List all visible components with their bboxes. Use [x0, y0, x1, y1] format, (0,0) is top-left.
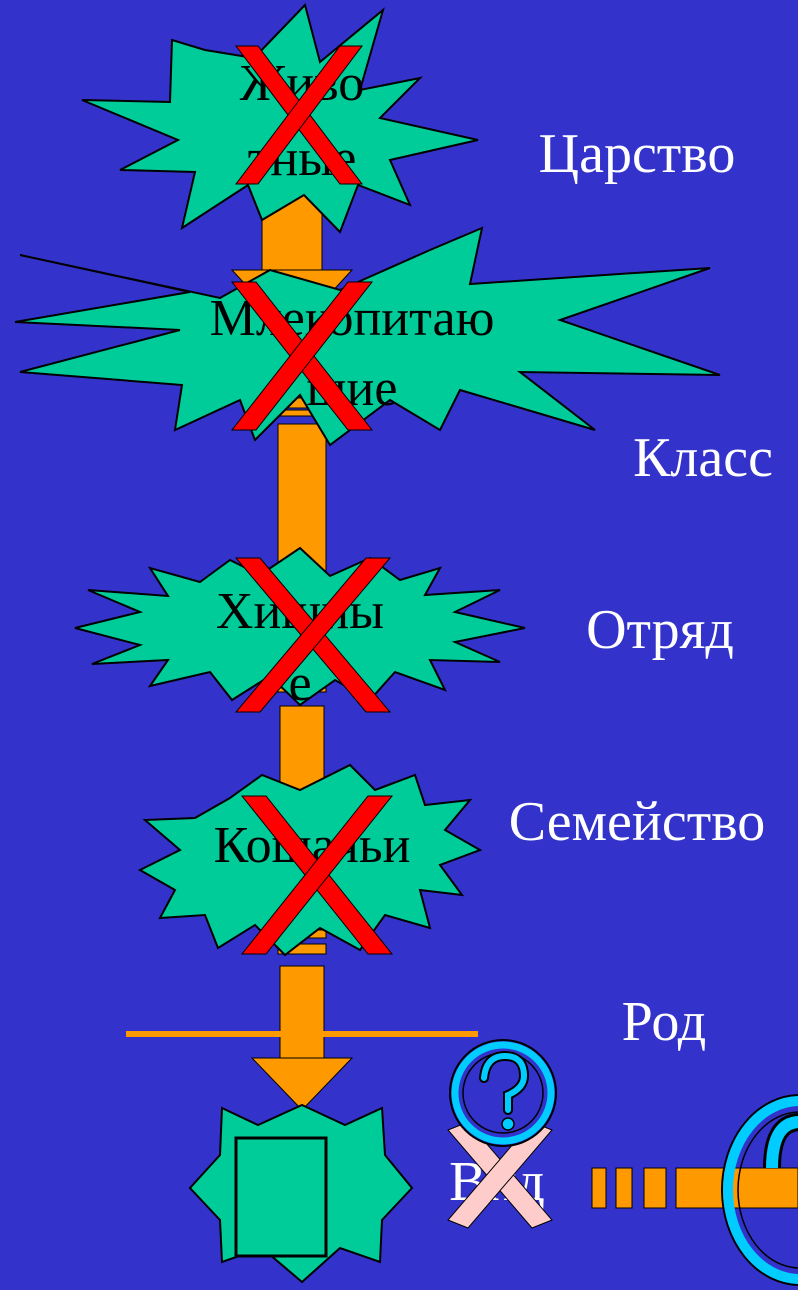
rank-label-family: Семейство [509, 791, 766, 853]
cross-family [240, 795, 394, 955]
cross-class [230, 281, 374, 431]
burst-class: Млекопитаю щие [14, 226, 721, 447]
rank-label-kingdom: Царство [539, 123, 736, 185]
rank-label-class: Класс [633, 427, 773, 489]
question-mark-icon [721, 1094, 798, 1286]
arrow-family-to-species [250, 929, 354, 1111]
species-label-group: Вид [447, 1121, 553, 1229]
cross-species [447, 1121, 553, 1229]
rank-label-genus: Род [622, 991, 707, 1053]
rank-label-order: Отряд [586, 599, 734, 661]
burst-kingdom: Живо тные [81, 3, 479, 234]
question-mark-icon [449, 1039, 557, 1147]
dashed-arrow-right [591, 1167, 798, 1209]
burst-species [188, 1103, 414, 1284]
cross-order [234, 557, 392, 713]
species-square [234, 1136, 328, 1258]
cross-kingdom [234, 45, 364, 185]
